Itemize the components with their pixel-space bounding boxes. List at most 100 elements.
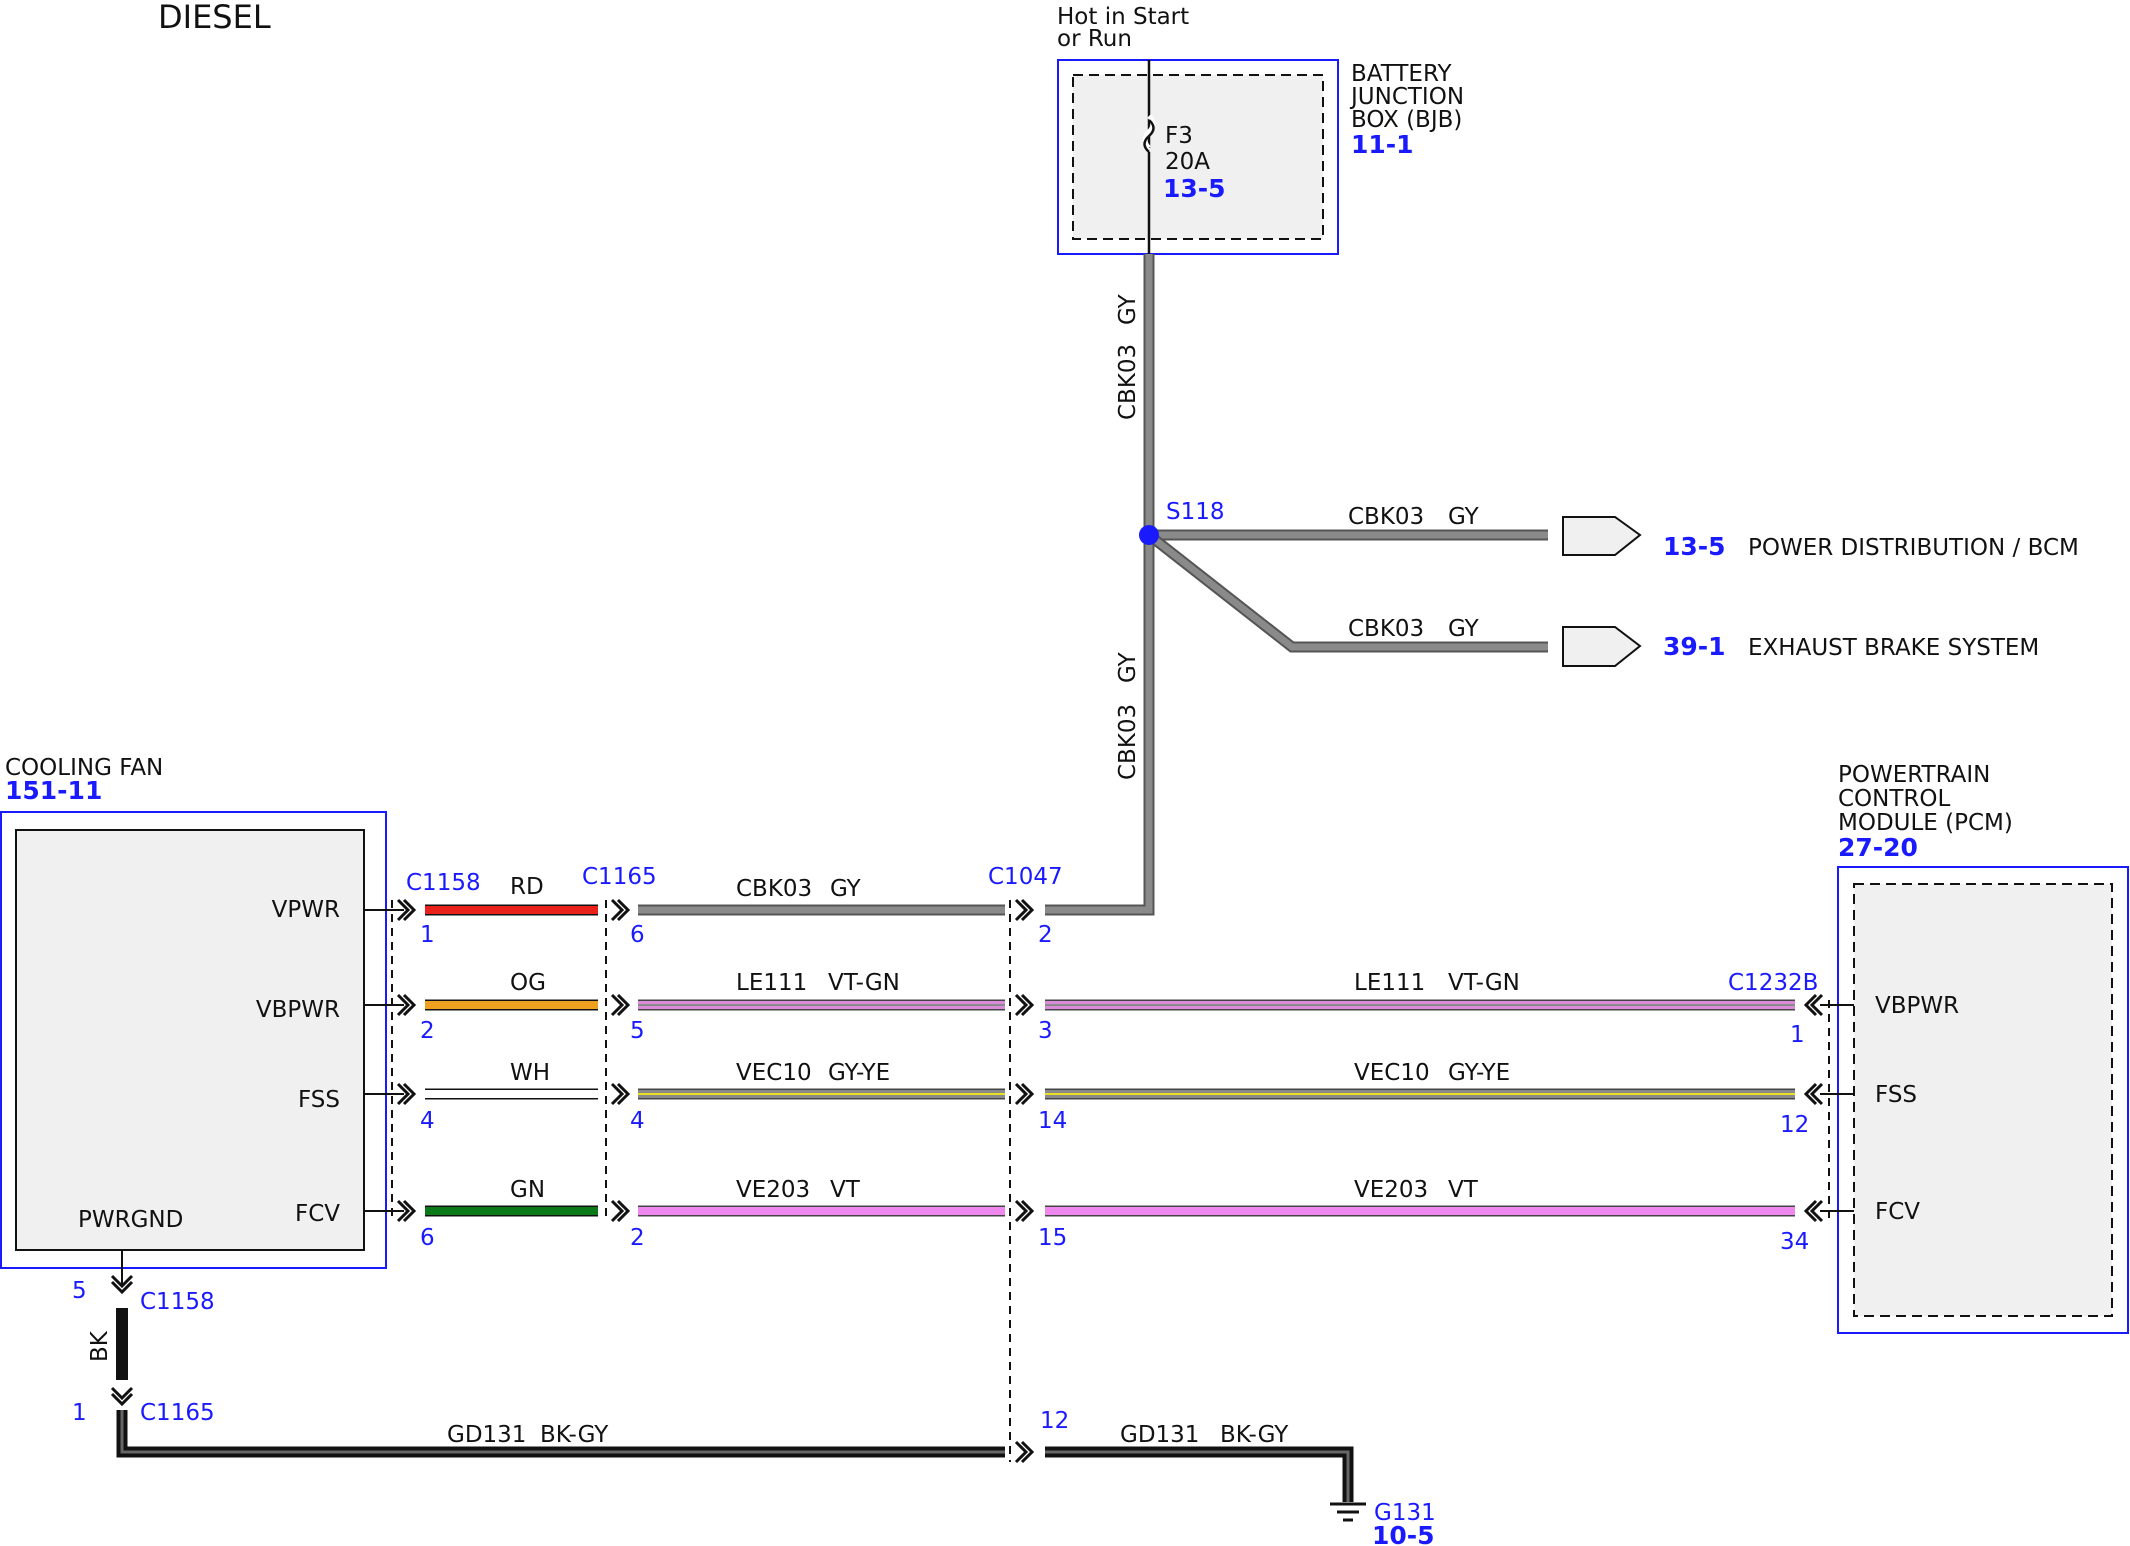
splice-dot xyxy=(1139,525,1159,545)
branch1-color: GY xyxy=(1448,504,1480,530)
splice-name: S118 xyxy=(1166,499,1225,525)
row2-pin-c1158: 2 xyxy=(420,1018,435,1044)
fuse-icon xyxy=(1143,119,1155,153)
c1047-label: C1047 xyxy=(988,864,1063,890)
connector-chevrons xyxy=(110,898,1824,1464)
branch2-color: GY xyxy=(1448,616,1480,642)
fan-pin-vbpwr: VBPWR xyxy=(256,997,340,1023)
ground-c1047-pin: 12 xyxy=(1040,1408,1069,1434)
row3-color: GY-YE xyxy=(828,1060,890,1086)
pcm-inner-box xyxy=(1853,883,2113,1317)
bjb-name-line1: BATTERY xyxy=(1351,61,1452,87)
fuse-ref: 13-5 xyxy=(1163,174,1226,203)
ground-c1165-pin: 1 xyxy=(72,1400,87,1426)
fan-ground-pin: PWRGND xyxy=(78,1207,183,1233)
fuse-rating: 20A xyxy=(1165,149,1210,175)
branch1-circuit: CBK03 xyxy=(1348,504,1424,530)
wire-gd131-ground xyxy=(1045,1446,1354,1502)
pcm-outline xyxy=(1837,866,2129,1334)
bjb-note-line2: or Run xyxy=(1057,26,1132,52)
c1232b-label: C1232B xyxy=(1728,970,1818,996)
row2-color: VT-GN xyxy=(828,970,900,996)
ground-ref: 10-5 xyxy=(1372,1521,1435,1546)
ground-c1158-label: C1158 xyxy=(140,1289,215,1315)
row4-pcm-circuit: VE203 xyxy=(1354,1177,1428,1203)
pcm-name-line3: MODULE (PCM) xyxy=(1838,810,2013,836)
bjb-inner-box xyxy=(1072,74,1324,240)
wire-gn-label: GN xyxy=(510,1177,545,1203)
feed-wire-circuit-upper: CBK03 xyxy=(1115,344,1141,420)
row3-pin-pcm: 12 xyxy=(1780,1112,1809,1138)
fan-pin-fss: FSS xyxy=(298,1087,340,1113)
row2-pin-c1165: 5 xyxy=(630,1018,645,1044)
bjb-name-line3: BOX (BJB) xyxy=(1351,107,1462,133)
ground-c1165-label: C1165 xyxy=(140,1400,215,1426)
wire-og-label: OG xyxy=(510,970,546,996)
cooling-fan-name: COOLING FAN xyxy=(5,755,163,781)
pcm-pin-vbpwr: VBPWR xyxy=(1875,993,1959,1019)
row1-color: GY xyxy=(830,876,862,902)
wire-rd-label: RD xyxy=(510,874,544,900)
row2-pcm-color: VT-GN xyxy=(1448,970,1520,996)
bjb-note-line1: Hot in Start xyxy=(1057,4,1189,30)
c1158-label: C1158 xyxy=(406,870,481,896)
row3-circuit: VEC10 xyxy=(736,1060,812,1086)
gd131-mid-color: BK-GY xyxy=(540,1422,609,1448)
branch1-arrow-icon xyxy=(1562,516,1642,556)
ground-name: G131 xyxy=(1374,1500,1436,1526)
row4-circuit: VE203 xyxy=(736,1177,810,1203)
row1-pin-c1047: 2 xyxy=(1038,922,1053,948)
fan-pin-fcv: FCV xyxy=(295,1201,340,1227)
feed-wire-color-upper: GY xyxy=(1115,293,1141,325)
feed-wire-color-lower: GY xyxy=(1115,651,1141,683)
row4-pin-pcm: 34 xyxy=(1780,1229,1809,1255)
row2-pin-c1047: 3 xyxy=(1038,1018,1053,1044)
row4-pin-c1165: 2 xyxy=(630,1225,645,1251)
pcm-name-line1: POWERTRAIN xyxy=(1838,762,1990,788)
pcm-name-line2: CONTROL xyxy=(1838,786,1951,812)
gd131-mid-circuit: GD131 xyxy=(447,1422,526,1448)
branch2-ref: 39-1 xyxy=(1663,632,1726,661)
diagram-title: DIESEL xyxy=(158,0,271,36)
row4-pin-c1047: 15 xyxy=(1038,1225,1067,1251)
branch2-circuit: CBK03 xyxy=(1348,616,1424,642)
row1-pin-c1158: 1 xyxy=(420,922,435,948)
row3-pin-c1158: 4 xyxy=(420,1108,435,1134)
wire-bk-label: BK xyxy=(87,1330,113,1362)
fuse-name: F3 xyxy=(1165,123,1193,149)
row3-pin-c1165: 4 xyxy=(630,1108,645,1134)
cooling-fan-box xyxy=(15,829,365,1251)
fan-pin-vpwr: VPWR xyxy=(272,897,340,923)
branch1-system: POWER DISTRIBUTION / BCM xyxy=(1748,535,2079,561)
row3-pcm-circuit: VEC10 xyxy=(1354,1060,1430,1086)
bjb-ref: 11-1 xyxy=(1351,130,1414,159)
row1-circuit: CBK03 xyxy=(736,876,812,902)
branch1-ref: 13-5 xyxy=(1663,532,1726,561)
wire-wh-label: WH xyxy=(510,1060,550,1086)
pcm-ref: 27-20 xyxy=(1838,833,1918,862)
row4-pcm-color: VT xyxy=(1448,1177,1479,1203)
row1-pin-c1165: 6 xyxy=(630,922,645,948)
bjb-outline xyxy=(1057,59,1339,255)
branch2-system: EXHAUST BRAKE SYSTEM xyxy=(1748,635,2039,661)
c1165-label: C1165 xyxy=(582,864,657,890)
cooling-fan-ref: 151-11 xyxy=(5,776,102,805)
gd131-ground-color: BK-GY xyxy=(1220,1422,1289,1448)
pcm-pin-fss: FSS xyxy=(1875,1082,1917,1108)
row4-pin-c1158: 6 xyxy=(420,1225,435,1251)
row4-color: VT xyxy=(830,1177,861,1203)
cooling-fan-outline xyxy=(0,811,387,1269)
gd131-ground-circuit: GD131 xyxy=(1120,1422,1199,1448)
bjb-name-line2: JUNCTION xyxy=(1349,84,1464,110)
row3-pin-c1047: 14 xyxy=(1038,1108,1067,1134)
branch2-arrow-icon xyxy=(1562,626,1642,667)
row3-pcm-color: GY-YE xyxy=(1448,1060,1510,1086)
ground-c1158-pin: 5 xyxy=(72,1278,87,1304)
pcm-pin-fcv: FCV xyxy=(1875,1199,1920,1225)
feed-wire-circuit-lower: CBK03 xyxy=(1115,704,1141,780)
row2-pin-pcm: 1 xyxy=(1790,1022,1805,1048)
ground-icon xyxy=(1330,1502,1366,1522)
row2-circuit: LE111 xyxy=(736,970,807,996)
row2-pcm-circuit: LE111 xyxy=(1354,970,1425,996)
